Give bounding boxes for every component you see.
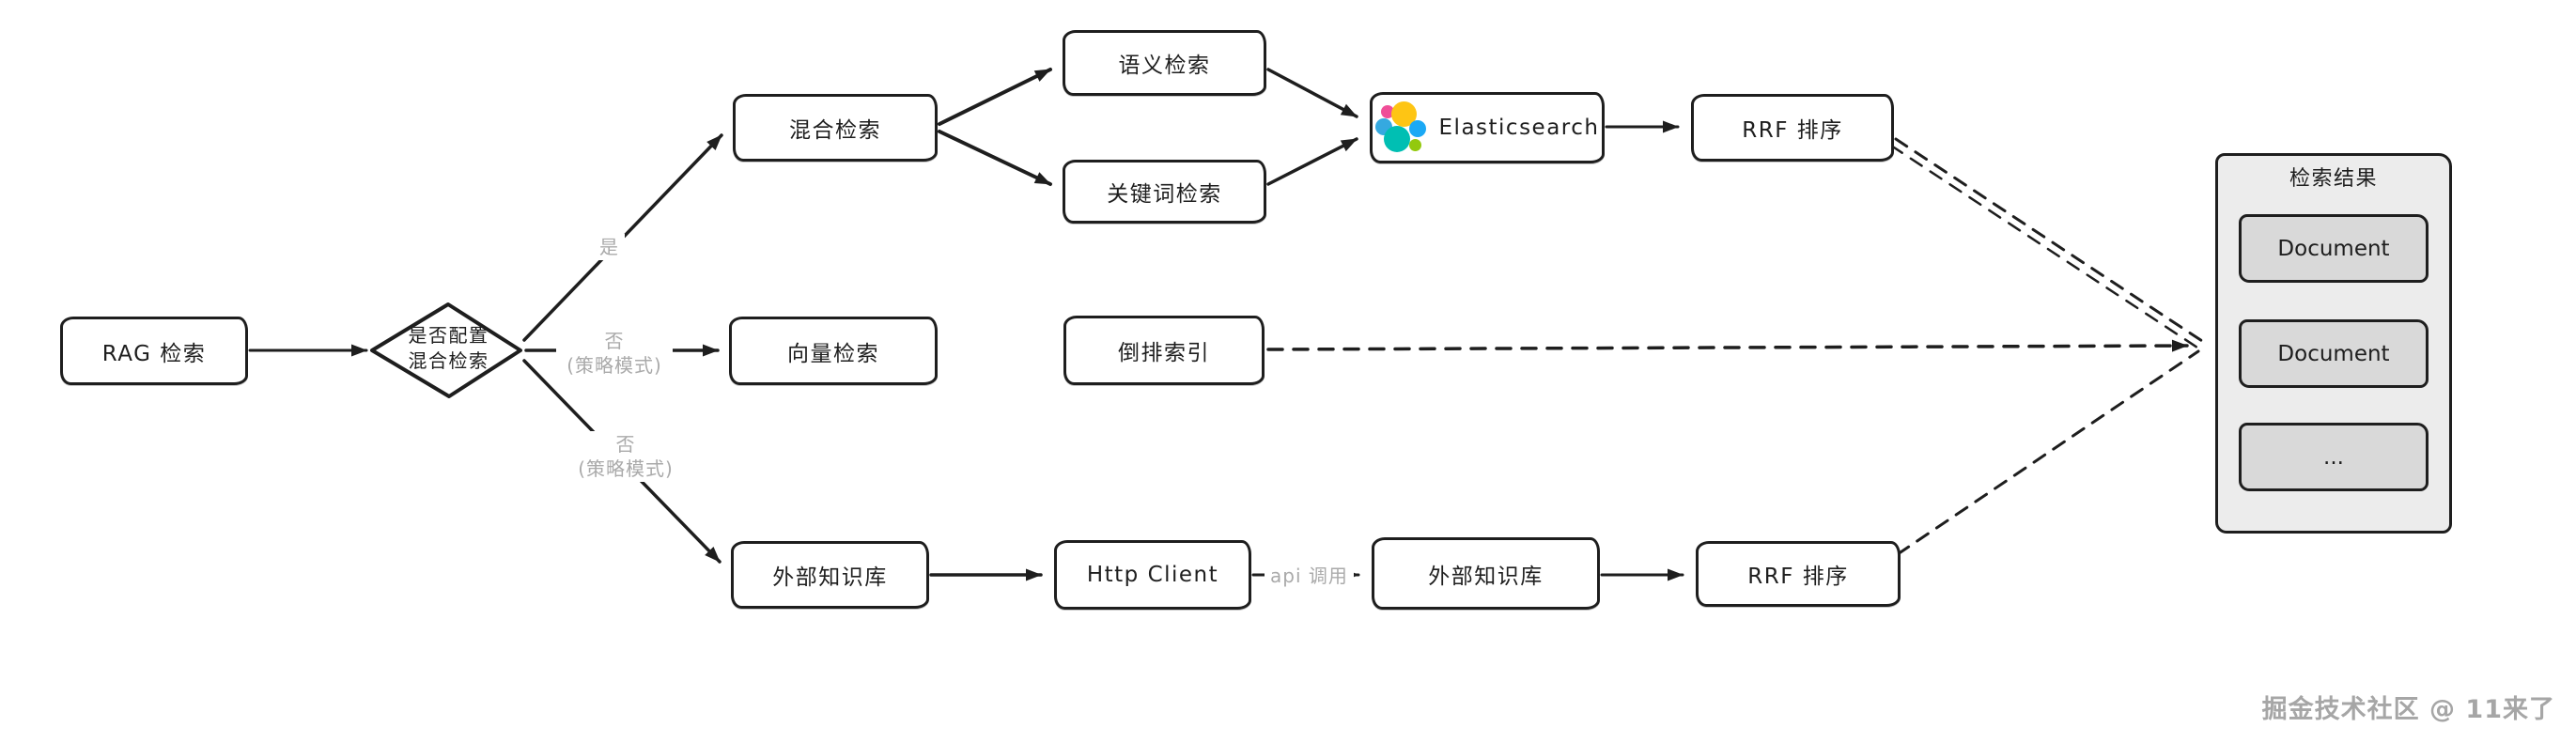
node-external-kb-source: 外部知识库 [731,541,929,609]
results-container: 检索结果 Document Document ... [2215,153,2452,534]
node-inverted-label: 倒排索引 [1118,341,1210,365]
decision-label-line2: 混合检索 [408,349,489,372]
node-semantic-label: 语义检索 [1118,54,1211,78]
node-vector-label: 向量检索 [787,341,879,366]
elastic-blob-pink [1380,105,1394,118]
result-document-1: Document [2239,214,2429,283]
node-hybrid-retrieval: 混合检索 [733,94,938,162]
elastic-blob-green [1408,139,1421,151]
node-rrf-rank-top: RRF 排序 [1691,94,1894,162]
decision-label: 是否配置 混合检索 [380,323,517,374]
node-rag-label: RAG 检索 [101,341,207,366]
result-document-1-label: Document [2277,236,2390,261]
edge-hybrid-to-semantic [938,68,1052,126]
node-external-kb-source-label: 外部知识库 [772,565,888,590]
edge-rrf-top-to-results-dashed [1894,137,2204,343]
edge-label-no-strategy-bottom: 否 (策略模式) [567,431,684,482]
elastic-blob-teal [1383,126,1410,152]
node-external-kb-remote-label: 外部知识库 [1428,564,1544,589]
decision-diamond [370,302,522,398]
edge-rrf-bottom-to-results-dashed [1896,349,2200,556]
result-document-more: ... [2239,423,2429,491]
decision-label-line1: 是否配置 [408,324,489,347]
edge-semantic-to-es [1266,68,1358,118]
edge-label-no-strategy-mid: 否 (策略模式) [556,328,673,379]
edge-label-no-mid-line2: (策略模式) [566,354,662,377]
edge-hybrid-to-keyword [938,130,1052,186]
node-keyword-label: 关键词检索 [1107,182,1222,207]
elastic-blob-blue-right [1408,120,1426,137]
node-external-kb-remote: 外部知识库 [1372,537,1600,610]
edge-label-no-bottom-line2: (策略模式) [578,457,674,480]
edge-label-yes: 是 [594,234,625,260]
edge-label-api-call-text: api 调用 [1270,565,1348,587]
node-elasticsearch-label: Elasticsearch [1438,116,1600,140]
node-rrf-bottom-label: RRF 排序 [1747,565,1849,589]
edge-label-yes-text: 是 [599,236,619,258]
result-document-2: Document [2239,319,2429,388]
node-rrf-top-label: RRF 排序 [1742,118,1843,143]
node-inverted-index: 倒排索引 [1063,316,1265,385]
node-http-client-label: Http Client [1086,563,1219,587]
edge-label-no-mid-line1: 否 [604,330,625,352]
elasticsearch-icon [1374,101,1426,154]
node-http-client: Http Client [1054,540,1251,610]
edge-inverted-index-to-results-dashed [1266,339,2189,352]
result-document-more-label: ... [2323,444,2344,470]
node-semantic-retrieval: 语义检索 [1063,30,1266,96]
node-elasticsearch: Elasticsearch [1370,92,1605,163]
node-keyword-retrieval: 关键词检索 [1063,160,1266,224]
node-vector-retrieval: 向量检索 [729,317,938,385]
edge-rrf-top-to-results-dashed-2 [1889,144,2199,349]
node-rrf-rank-bottom: RRF 排序 [1696,541,1901,607]
node-hybrid-label: 混合检索 [789,118,881,143]
node-rag-retrieval: RAG 检索 [60,317,248,385]
results-title: 检索结果 [2289,167,2378,191]
edge-label-no-bottom-line1: 否 [615,433,636,456]
result-document-2-label: Document [2277,341,2390,366]
edge-label-api-call: api 调用 [1265,563,1354,589]
watermark: 掘金技术社区 @ 11来了 [2261,695,2555,724]
edge-keyword-to-es [1266,137,1358,186]
